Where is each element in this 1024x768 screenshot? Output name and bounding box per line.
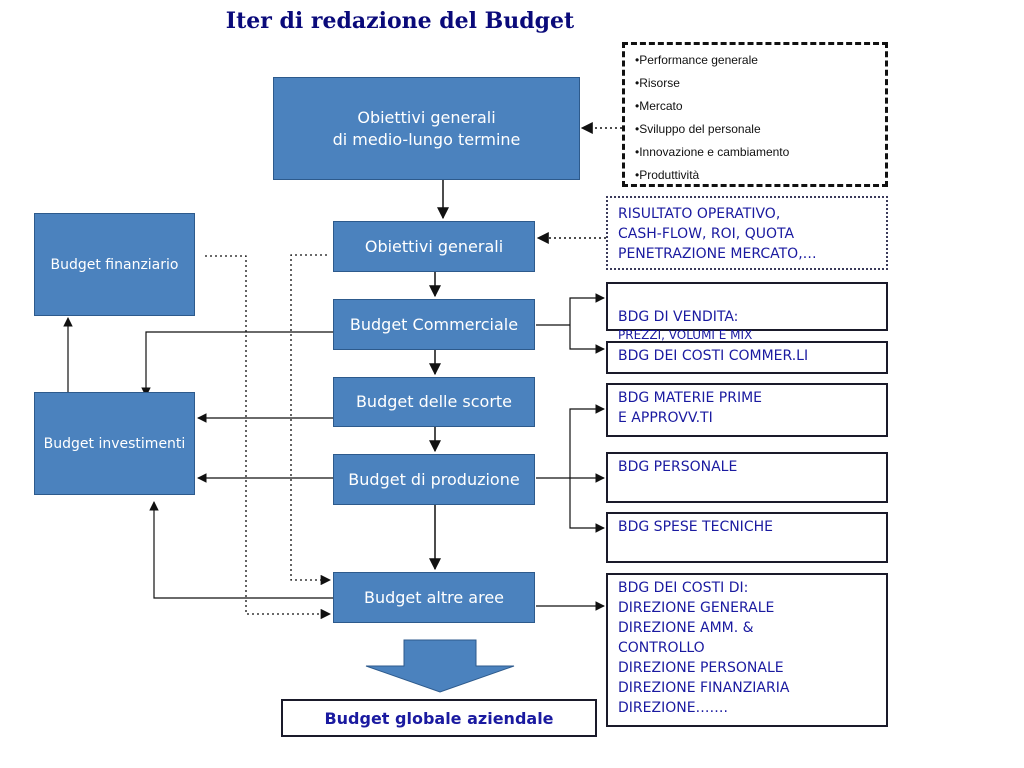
box-budget-altre-aree: Budget altre aree: [333, 572, 535, 623]
box-obiettivi-generali: Obiettivi generali: [333, 221, 535, 272]
box-budget-commerciale: Budget Commerciale: [333, 299, 535, 350]
note-bdg-costi-commerciali: BDG DEI COSTI COMMER.LI: [606, 341, 888, 374]
bracket-commerciale-down: [569, 325, 605, 354]
bullet-item: Produttività: [635, 164, 875, 187]
note-bdg-costi-di: BDG DEI COSTI DI: DIREZIONE GENERALE DIR…: [606, 573, 888, 727]
bullet-item: Sviluppo del personale: [635, 118, 875, 141]
note-risultato-operativo: RISULTATO OPERATIVO, CASH-FLOW, ROI, QUO…: [606, 196, 888, 270]
big-down-arrow: [365, 639, 515, 693]
bracket-produzione-up: [569, 404, 605, 478]
line-commerciale-investimenti: [141, 331, 333, 397]
box-budget-globale: Budget globale aziendale: [281, 699, 597, 737]
note-bdg-vendita: BDG DI VENDITA: PREZZI, VOLUMI E MIX: [606, 282, 888, 342]
dotted-generali-altre: [290, 254, 332, 586]
note-bdg-vendita-title: BDG DI VENDITA:: [618, 309, 739, 325]
note-bdg-personale: BDG PERSONALE: [606, 452, 888, 503]
note-bdg-vendita-detail: PREZZI, VOLUMI E MIX: [618, 328, 753, 342]
box-obiettivi-medio-lungo: Obiettivi generali di medio-lungo termin…: [273, 77, 580, 180]
bullet-item: Risorse: [635, 72, 875, 95]
box-budget-finanziario: Budget finanziario: [34, 213, 195, 316]
page-title: Iter di redazione del Budget: [225, 8, 575, 34]
box-budget-investimenti: Budget investimenti: [34, 392, 195, 495]
bracket-produzione-down: [569, 478, 605, 533]
note-bdg-materie-prime: BDG MATERIE PRIME E APPROVV.TI: [606, 383, 888, 437]
note-bdg-spese-tecniche: BDG SPESE TECNICHE: [606, 512, 888, 563]
bullet-item: Performance generale: [635, 49, 875, 72]
bullet-box: Performance generale Risorse Mercato Svi…: [622, 42, 888, 187]
box-budget-produzione: Budget di produzione: [333, 454, 535, 505]
bullet-item: Innovazione e cambiamento: [635, 141, 875, 164]
bullet-list: Performance generale Risorse Mercato Svi…: [635, 49, 875, 187]
line-altre-investimenti: [149, 501, 333, 599]
dotted-finanziario-altre: [205, 255, 332, 620]
bracket-commerciale-up: [569, 293, 605, 325]
bullet-item: Mercato: [635, 95, 875, 118]
box-budget-scorte: Budget delle scorte: [333, 377, 535, 427]
